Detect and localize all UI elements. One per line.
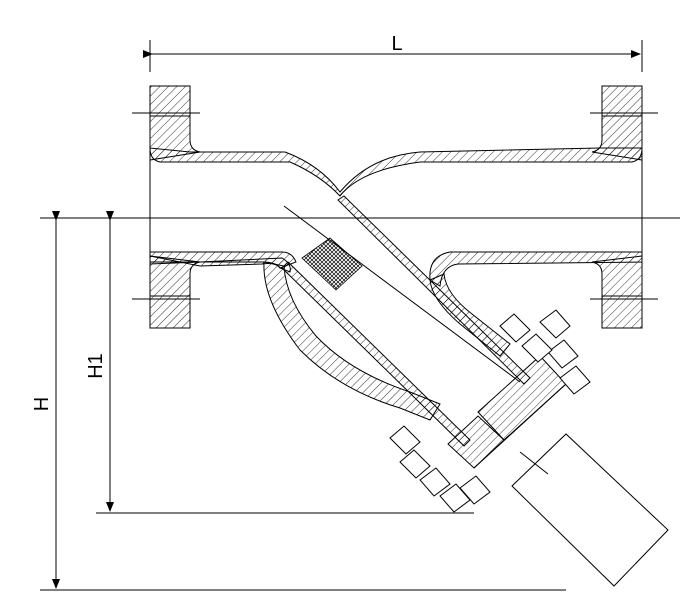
height1-label: H1 (85, 353, 107, 379)
dimension-h1: H1 (85, 211, 474, 514)
left-flange (132, 85, 201, 329)
height-label: H (31, 397, 53, 411)
mesh-detail (301, 237, 363, 291)
body-outline (149, 160, 643, 256)
bonnet-cover (447, 355, 567, 469)
dimension-h: H (31, 211, 566, 591)
body-top-wall (149, 147, 643, 197)
chamber-wall-right (429, 273, 511, 357)
bolt-group-lower (389, 425, 491, 513)
length-label: L (391, 33, 402, 55)
right-flange (590, 85, 658, 329)
drain-cover (511, 433, 669, 587)
dimension-l: L (143, 33, 643, 72)
bolt-group-upper (499, 309, 591, 395)
strainer-screen (281, 195, 531, 447)
